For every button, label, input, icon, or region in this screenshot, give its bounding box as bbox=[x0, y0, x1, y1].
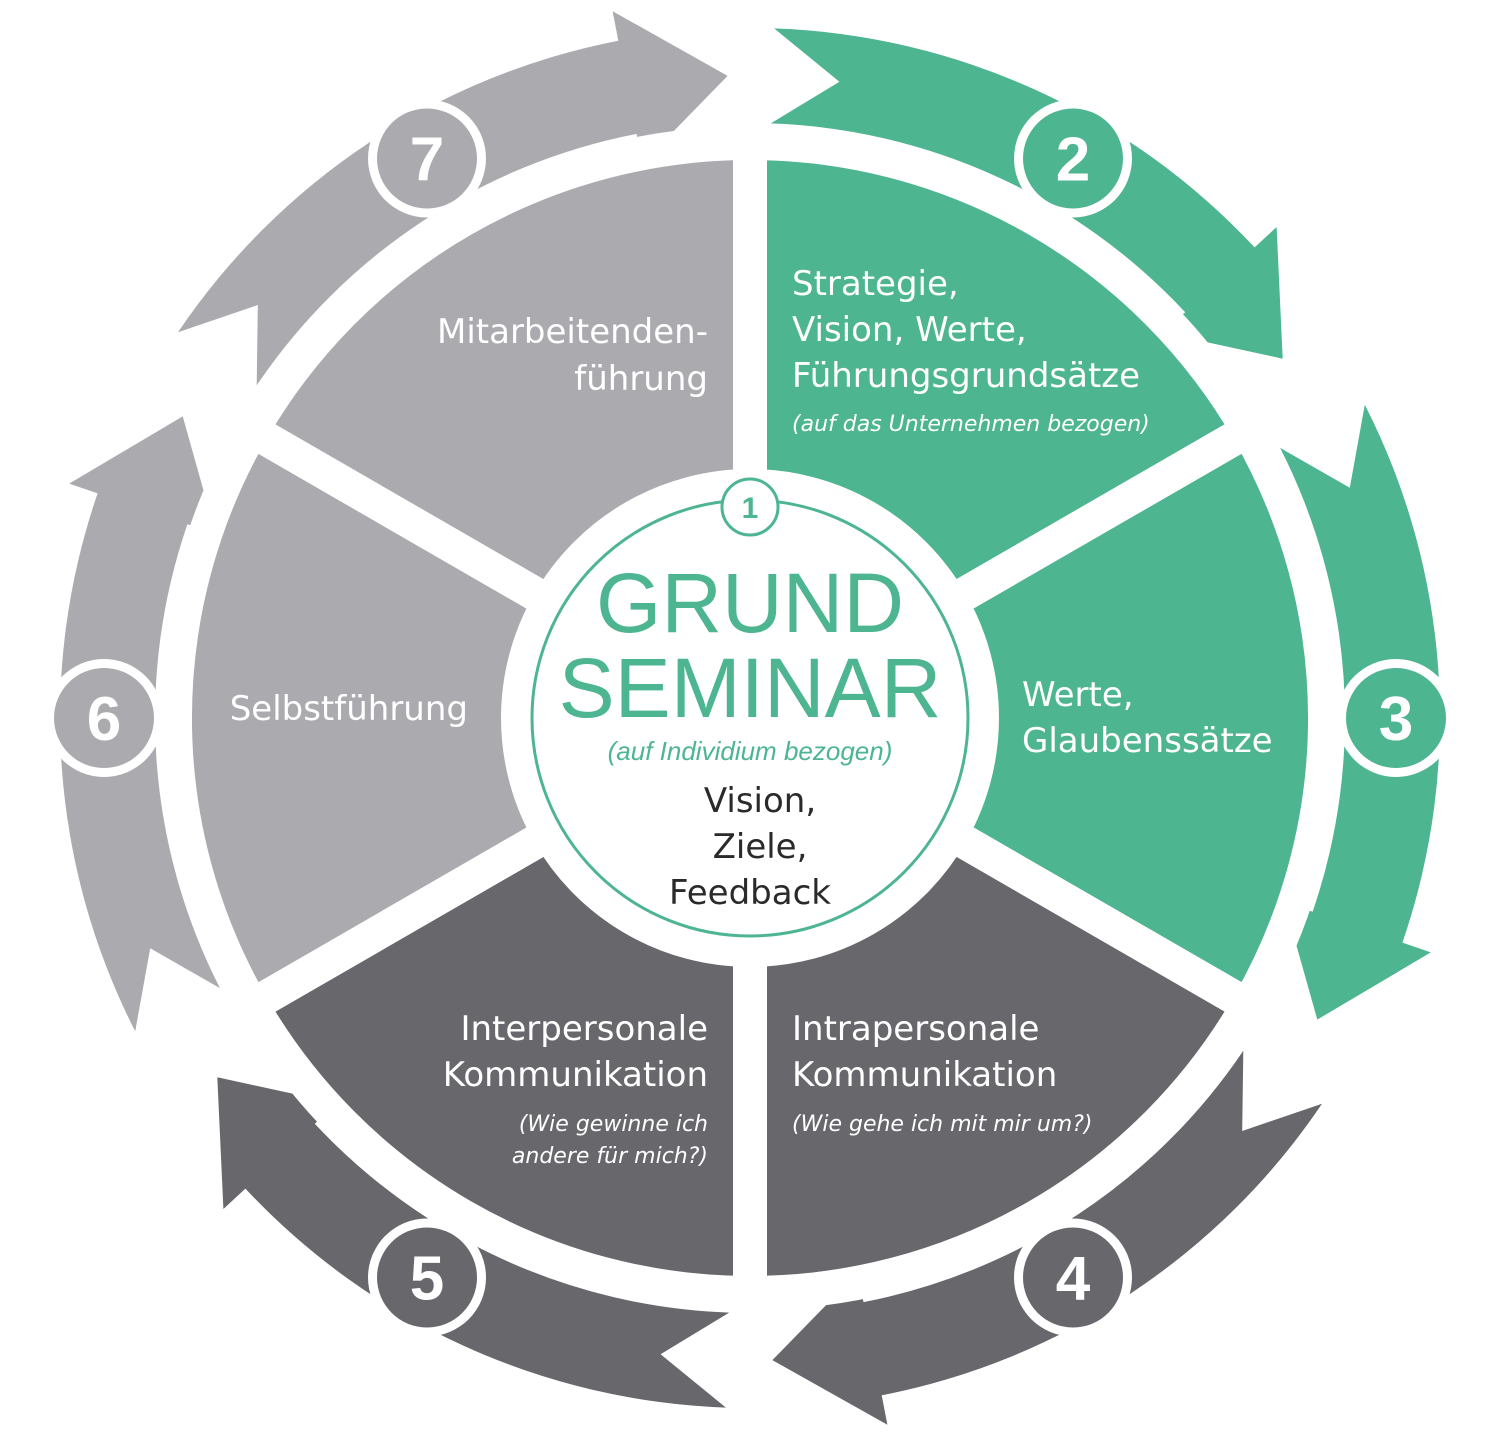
center-subtitle: (auf Individium bezogen) bbox=[608, 736, 893, 766]
segment-interpersonale-sub2: andere für mich?) bbox=[512, 1144, 708, 1169]
center-number-badge bbox=[720, 477, 780, 537]
center-circle: 1 GRUND SEMINAR (auf Individium bezogen)… bbox=[518, 477, 982, 950]
segment-mitarbeitendenfuehrung-line2: führung bbox=[574, 359, 708, 399]
segment-werte-line1: Werte, bbox=[1022, 675, 1134, 715]
badge-number-6: 6 bbox=[87, 685, 121, 754]
segment-interpersonale-line1: Interpersonale bbox=[460, 1009, 708, 1049]
segment-intrapersonale-sub: (Wie gehe ich mit mir um?) bbox=[792, 1112, 1092, 1137]
badge-number-5: 5 bbox=[410, 1245, 444, 1314]
badge-number-3: 3 bbox=[1379, 685, 1413, 754]
segment-werte-line2: Glaubenssätze bbox=[1022, 721, 1273, 761]
badge-number-2: 2 bbox=[1056, 126, 1090, 195]
center-body-line3: Feedback bbox=[669, 873, 831, 913]
center-title-line1: GRUND bbox=[596, 556, 904, 650]
segment-mitarbeitendenfuehrung-line1: Mitarbeitenden- bbox=[437, 312, 708, 352]
segment-selbstfuehrung-line1: Selbstführung bbox=[230, 689, 468, 729]
segment-intrapersonale-line1: Intrapersonale bbox=[792, 1009, 1039, 1049]
segment-strategie-line3: Führungsgrundsätze bbox=[792, 356, 1140, 396]
center-title-line2: SEMINAR bbox=[559, 641, 942, 735]
center-body-line2: Ziele, bbox=[713, 827, 808, 867]
badge-number-4: 4 bbox=[1056, 1245, 1091, 1314]
segment-interpersonale-line2: Kommunikation bbox=[443, 1055, 708, 1095]
segment-strategie-line2: Vision, Werte, bbox=[792, 310, 1027, 350]
segment-interpersonale-sub1: (Wie gewinne ich bbox=[519, 1112, 708, 1137]
badge-6 bbox=[54, 668, 154, 768]
center-body-line1: Vision, bbox=[704, 781, 816, 821]
badge-3 bbox=[1346, 668, 1446, 768]
segment-strategie-line1: Strategie, bbox=[792, 264, 959, 304]
segment-intrapersonale-line2: Kommunikation bbox=[792, 1055, 1057, 1095]
badge-4 bbox=[1023, 1227, 1123, 1328]
arrow-5 bbox=[217, 1077, 730, 1408]
badge-2 bbox=[1023, 108, 1123, 209]
badge-number-7: 7 bbox=[410, 126, 444, 195]
badge-5 bbox=[377, 1227, 477, 1328]
badge-7 bbox=[377, 108, 477, 209]
arrow-2 bbox=[770, 28, 1283, 359]
center-number: 1 bbox=[742, 492, 759, 525]
segment-strategie-sub: (auf das Unternehmen bezogen) bbox=[792, 412, 1150, 437]
